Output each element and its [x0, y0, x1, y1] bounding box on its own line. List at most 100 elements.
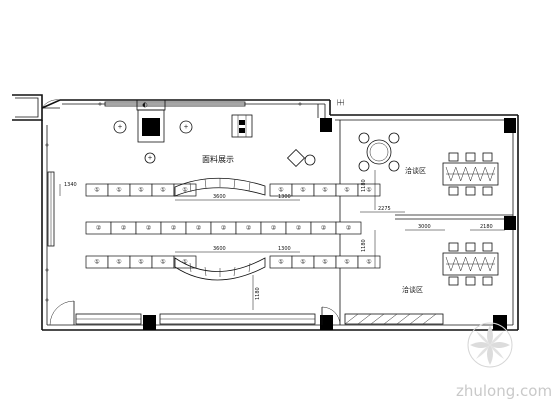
- cabinet-mark: ②: [121, 225, 127, 232]
- dim-1300-bottom: 1300: [278, 246, 291, 252]
- misc-marks: ├┼┤: [45, 99, 345, 302]
- cabinet-mark: ①: [278, 259, 283, 266]
- cabinet-mark: ①: [94, 187, 99, 194]
- entrance-display: ◐ + + +: [113, 99, 316, 168]
- cabinet-mark: ①: [366, 187, 371, 194]
- chair: [448, 152, 459, 162]
- windows: [47, 101, 444, 325]
- display-cabinet: [357, 183, 381, 197]
- cabinet-mark: ①: [116, 259, 121, 266]
- cabinet-mark: ②: [346, 225, 352, 232]
- cabinet-mark: ①: [160, 259, 165, 266]
- cabinet-mark: ②: [321, 225, 327, 232]
- svg-text:+: +: [183, 124, 188, 131]
- structural-columns: [143, 118, 516, 330]
- cabinet-mark: ②: [246, 225, 252, 232]
- cabinet-mark: ②: [96, 225, 102, 232]
- negotiation-table-top: [442, 152, 499, 196]
- cabinet-mark: ①: [322, 187, 327, 194]
- window-bottom-right: [344, 313, 444, 325]
- column-bottom-right: [493, 315, 507, 330]
- cabinet-mark: ①: [366, 259, 371, 266]
- dim-2275: 2275: [378, 206, 391, 212]
- exterior-walls: [12, 94, 519, 331]
- cabinet-mark: ①: [138, 187, 143, 194]
- dim-1180c: 1180: [255, 287, 261, 300]
- dim-1300-top: 1300: [278, 194, 291, 200]
- cabinet-mark: ①: [344, 259, 349, 266]
- chair: [482, 276, 493, 286]
- cabinet-mark: ①: [278, 187, 283, 194]
- cabinet-mark: ②: [296, 225, 302, 232]
- chair: [448, 276, 459, 286]
- svg-text:├┼┤: ├┼┤: [336, 99, 345, 106]
- display-cabinet: [173, 255, 197, 269]
- table-top: [442, 252, 499, 276]
- dim-3600-bottom: 3600: [213, 246, 226, 252]
- negotiation-table-bottom: [442, 242, 499, 286]
- round-table: [366, 139, 392, 165]
- chair: [388, 132, 400, 144]
- chair: [482, 152, 493, 162]
- negotiation-zone-label-bottom: 洽谈区: [402, 285, 423, 294]
- svg-text:+: +: [147, 155, 152, 162]
- display-unit-top-right: [231, 114, 253, 138]
- cabinet-mark: ②: [196, 225, 202, 232]
- chair: [358, 160, 370, 172]
- chair: [465, 276, 476, 286]
- window-top: [104, 101, 246, 107]
- column-bottom-left: [143, 315, 156, 330]
- dim-3000: 3000: [418, 224, 431, 230]
- svg-text:◐: ◐: [142, 102, 147, 109]
- dim-1340: 1340: [64, 182, 77, 188]
- chair: [388, 160, 400, 172]
- dim-3600-top: 3600: [213, 194, 226, 200]
- doors: [41, 99, 341, 326]
- cabinet-mark: ①: [116, 187, 121, 194]
- cabinet-mark: ①: [182, 187, 187, 194]
- round-table-set: [358, 132, 400, 172]
- column-top-right: [504, 118, 516, 133]
- cabinet-mark: ①: [322, 259, 327, 266]
- chair: [448, 186, 459, 196]
- cabinet-mark: ①: [344, 187, 349, 194]
- chair: [482, 242, 493, 252]
- watermark-logo-icon: [467, 322, 513, 368]
- chair: [448, 242, 459, 252]
- column-top-mid: [320, 118, 332, 132]
- cabinet-mark: ①: [160, 187, 165, 194]
- chair: [482, 186, 493, 196]
- cabinet-mark: ②: [221, 225, 227, 232]
- cabinet-mark: ①: [182, 259, 187, 266]
- chair: [465, 186, 476, 196]
- display-cabinet: [335, 221, 362, 235]
- cabinet-mark: ②: [171, 225, 177, 232]
- chair: [465, 152, 476, 162]
- column-mid-right: [504, 216, 516, 230]
- chair: [465, 242, 476, 252]
- display-cabinet: [357, 255, 381, 269]
- watermark-brand: zhulong.com: [456, 382, 552, 400]
- cabinet-row-3: ① ① ① ① ① ① ① ① ① ①: [85, 255, 381, 269]
- dim-2180: 2180: [480, 224, 493, 230]
- chair: [358, 132, 370, 144]
- cabinet-mark: ①: [94, 259, 99, 266]
- curved-showcase-bottom: [174, 257, 266, 281]
- cabinet-mark: ①: [138, 259, 143, 266]
- cabinet-mark: ①: [300, 259, 305, 266]
- svg-text:+: +: [117, 124, 122, 131]
- column-bottom-mid: [320, 315, 333, 330]
- table-top: [442, 162, 499, 186]
- cabinet-mark: ②: [271, 225, 277, 232]
- dimension-lines: 1340 3600 1300 3600 1300 2275 1180 1180 …: [59, 170, 505, 310]
- cabinet-mark: ①: [300, 187, 305, 194]
- dim-1180a: 1180: [361, 179, 367, 192]
- watermark: zhulong.com: [456, 322, 552, 400]
- main-area-label: 面料展示: [202, 154, 234, 164]
- cabinet-row-1: ① ① ① ① ① ① ① ① ① ①: [85, 183, 381, 197]
- negotiation-zone-label-top: 洽谈区: [405, 166, 426, 175]
- dim-1180b: 1180: [361, 239, 367, 252]
